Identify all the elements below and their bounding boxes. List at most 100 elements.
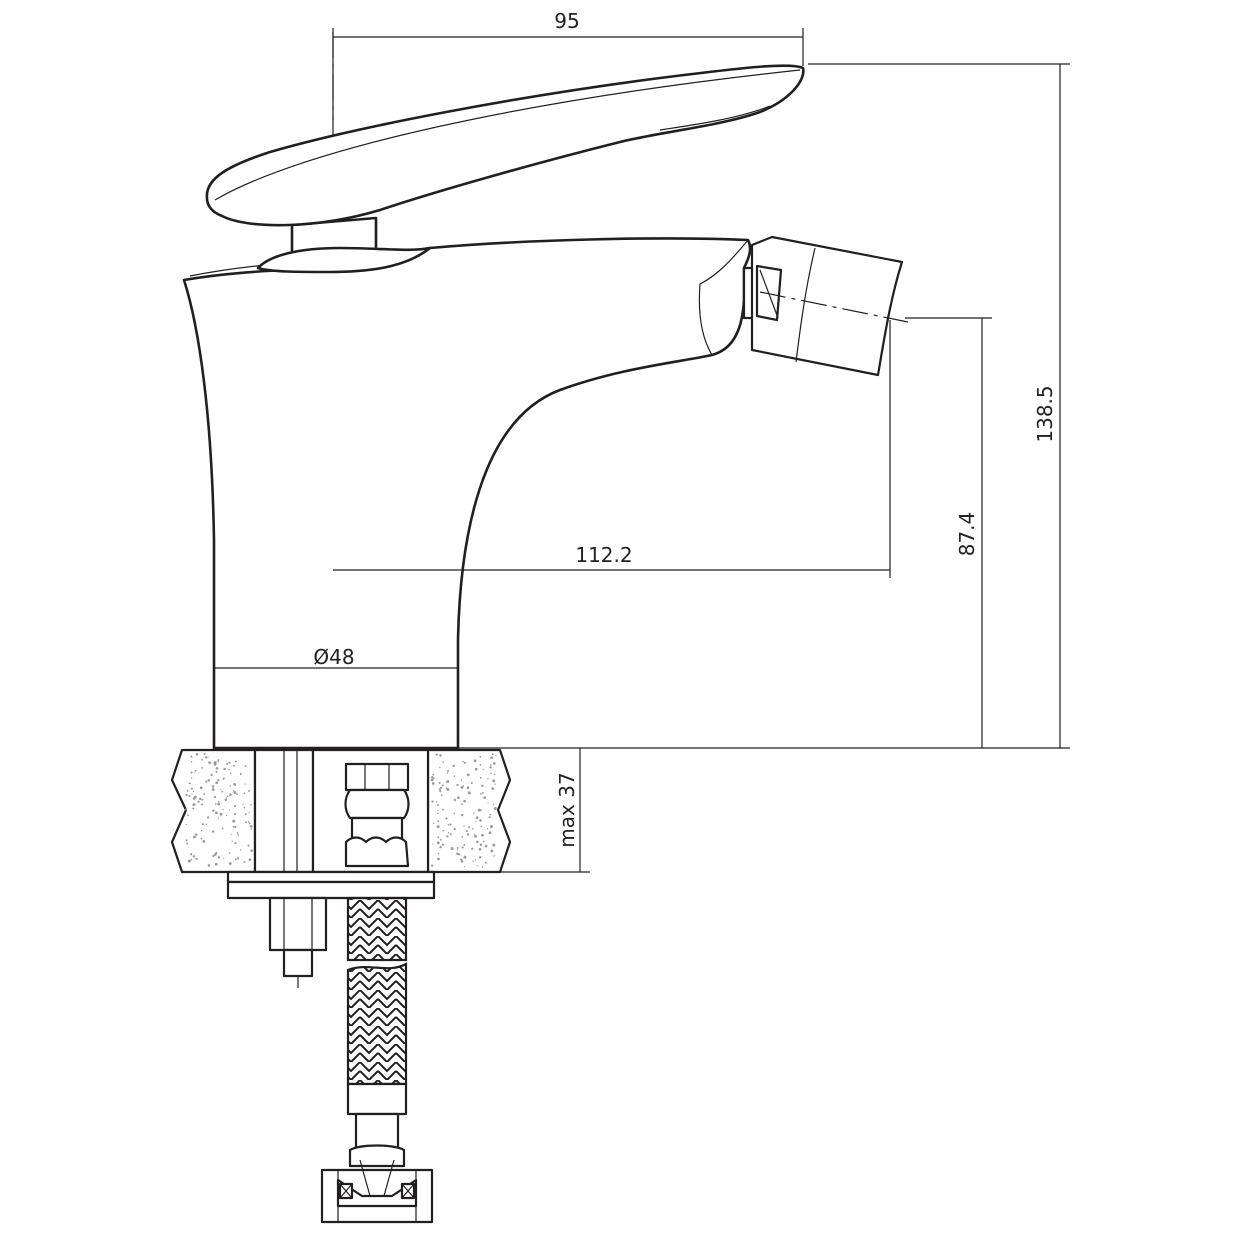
stone-speck [213, 761, 217, 765]
stone-speck [478, 856, 482, 859]
stone-speck [218, 801, 220, 803]
stone-speck [474, 834, 477, 838]
lever-handle [205, 64, 805, 274]
stone-speck [190, 755, 193, 758]
countertop-section [170, 748, 512, 874]
stone-speck [207, 864, 211, 867]
stone-speck [471, 847, 474, 850]
stone-speck [228, 852, 231, 854]
stone-speck [453, 827, 456, 831]
stone-speck [248, 790, 250, 792]
stone-speck [446, 788, 450, 791]
stone-speck [250, 803, 252, 806]
stone-speck [211, 788, 215, 791]
stone-speck [479, 776, 482, 779]
stone-speck [187, 814, 189, 817]
faucet-body [182, 237, 752, 750]
stone-speck [437, 836, 440, 839]
stone-speck [244, 765, 247, 767]
stone-speck [201, 758, 204, 761]
stone-speck [243, 861, 246, 864]
stone-speck [442, 808, 444, 811]
stone-speck [228, 768, 230, 771]
stone-speck [482, 840, 485, 843]
stone-speck [203, 752, 206, 756]
stone-speck [212, 854, 215, 858]
stone-speck [232, 819, 236, 823]
stone-speck [201, 767, 204, 769]
stone-speck [193, 795, 197, 799]
stone-speck [243, 792, 246, 795]
stone-speck [446, 769, 450, 773]
stone-speck [493, 807, 497, 810]
stone-speck [438, 781, 441, 784]
stone-speck [215, 770, 218, 773]
stone-speck [190, 787, 193, 790]
stone-speck [456, 783, 459, 787]
stone-speck [232, 826, 235, 828]
stone-speck [466, 773, 470, 777]
stone-speck [188, 795, 191, 798]
stone-speck [447, 823, 450, 826]
stone-speck [244, 813, 247, 816]
stone-speck [229, 793, 232, 796]
stone-speck [480, 825, 483, 828]
stone-speck [188, 782, 191, 785]
stone-speck [233, 804, 236, 808]
stone-speck [247, 821, 250, 823]
stone-speck [490, 764, 492, 766]
stone-speck [250, 828, 253, 830]
stone-speck [458, 853, 461, 856]
stone-speck [453, 775, 456, 778]
stone-speck [230, 833, 232, 836]
stone-speck [473, 812, 475, 814]
stone-speck [199, 786, 203, 790]
stone-speck [486, 827, 489, 830]
stone-speck [474, 859, 477, 861]
stone-speck [491, 787, 495, 790]
stone-speck [242, 803, 244, 805]
stone-speck [484, 844, 488, 848]
stone-speck [240, 849, 242, 851]
stone-speck [229, 772, 232, 774]
stone-speck [463, 825, 465, 827]
stone-speck [494, 783, 496, 785]
stone-speck [439, 790, 442, 793]
stone-speck [217, 759, 220, 761]
stone-speck [236, 793, 238, 796]
stone-speck [431, 800, 434, 803]
stone-speck [460, 858, 463, 861]
stone-speck [186, 789, 189, 792]
stone-speck [478, 847, 482, 851]
aerator-nozzle [742, 235, 909, 377]
stone-speck [436, 825, 440, 829]
stone-speck [185, 823, 187, 826]
dim-label-diameter-48: Ø48 [313, 645, 354, 669]
stone-speck [185, 839, 188, 842]
stone-speck [438, 788, 441, 791]
stone-speck [492, 762, 496, 765]
stone-speck [187, 859, 191, 863]
stone-speck [483, 796, 487, 799]
stone-speck [214, 853, 217, 856]
stone-speck [436, 812, 439, 815]
stone-speck [217, 856, 221, 859]
stone-speck [233, 791, 237, 794]
stone-speck [453, 812, 456, 815]
stone-speck [190, 761, 193, 763]
stone-speck [250, 849, 253, 852]
stone-speck [202, 840, 206, 843]
flexible-hose [346, 896, 408, 1168]
stone-speck [235, 760, 237, 763]
stone-speck [433, 822, 435, 825]
stone-speck [435, 753, 438, 756]
stone-speck [212, 830, 215, 833]
stone-speck [233, 764, 236, 767]
stone-speck [236, 857, 240, 860]
stone-speck [482, 768, 484, 771]
stone-speck [441, 784, 444, 787]
stone-speck [194, 769, 197, 772]
stone-speck [215, 781, 218, 784]
stone-speck [440, 794, 443, 796]
